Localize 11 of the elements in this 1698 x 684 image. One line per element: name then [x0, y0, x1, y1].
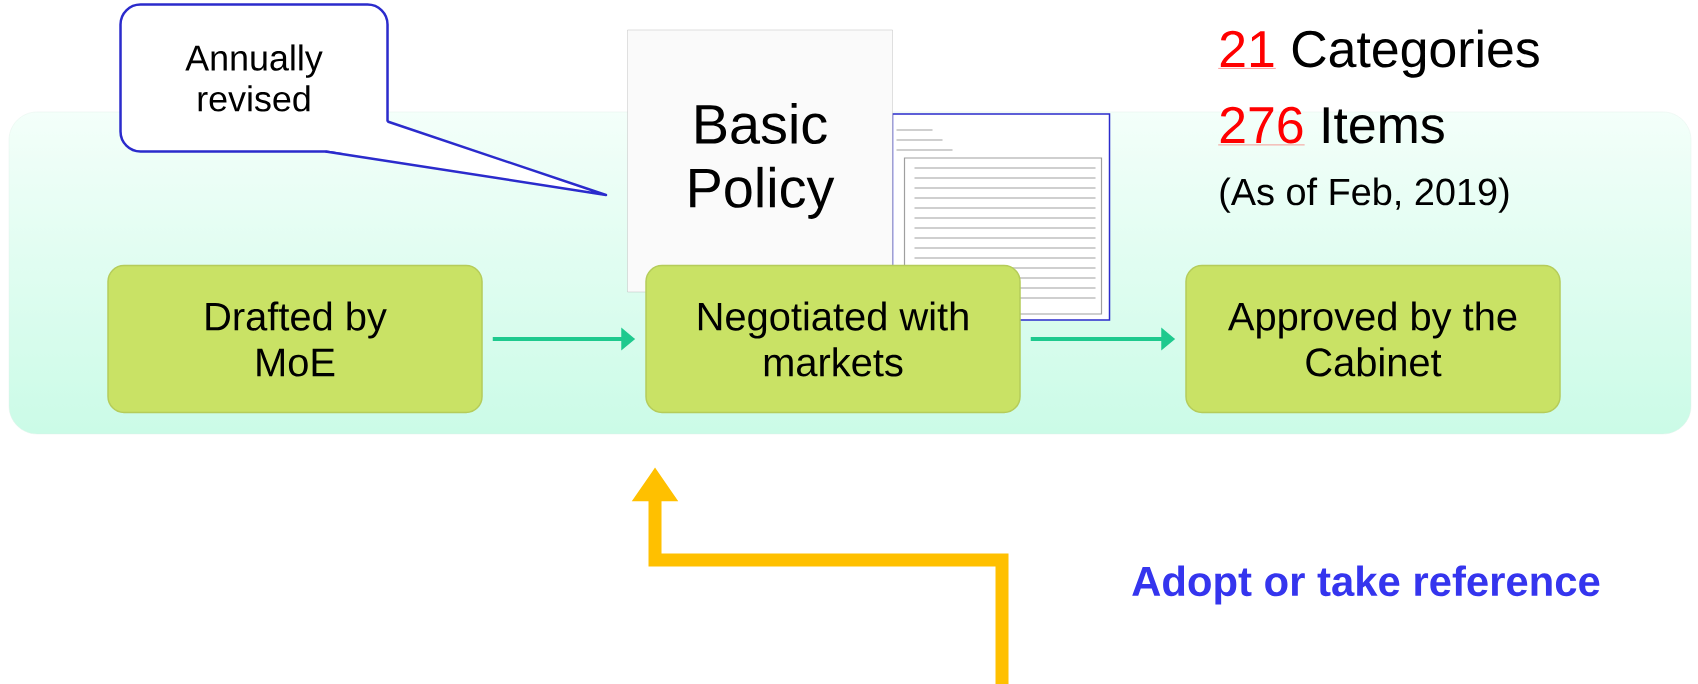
count-number: 21: [1218, 30, 1277, 69]
stat-text: Items: [1323, 107, 1444, 144]
stat-text: Categories: [1292, 29, 1539, 78]
count-number: 276: [1218, 106, 1305, 146]
date-note: (As of Feb, 2019): [1220, 177, 1509, 213]
edge-label: Adopt or take reference: [1132, 565, 1600, 605]
speech-bubble: Annually revised: [119, 3, 608, 197]
process-box: Drafted by MoE: [107, 264, 483, 414]
document-sheet: Basic Policy: [627, 29, 893, 293]
process-box: Negotiated with markets: [645, 264, 1021, 414]
process-box: Approved by the Cabinet: [1185, 264, 1561, 414]
